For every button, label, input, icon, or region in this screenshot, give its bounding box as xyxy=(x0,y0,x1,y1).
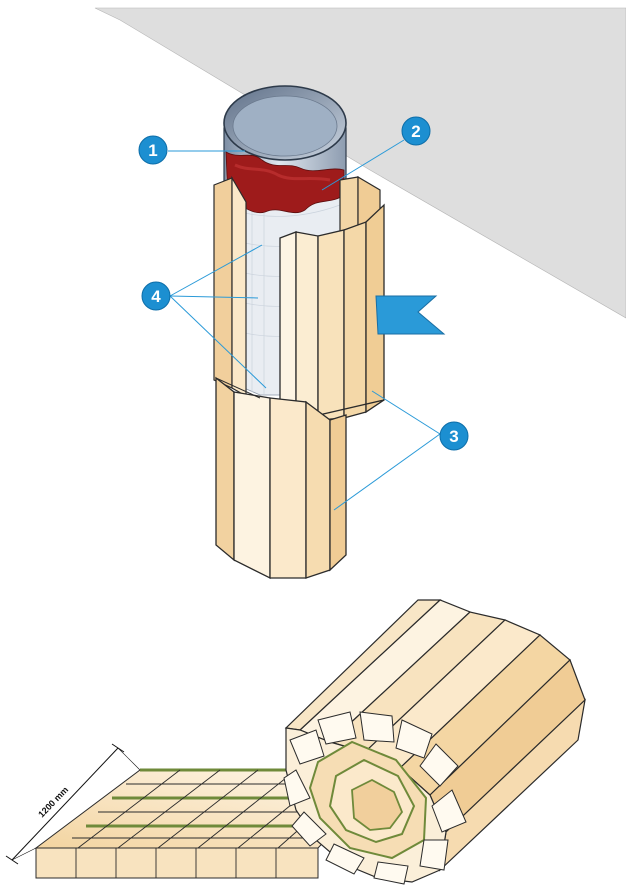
leader-lines xyxy=(168,139,441,511)
callout-1: 1 xyxy=(138,135,168,165)
pipe-assembly xyxy=(213,85,385,580)
svg-text:4: 4 xyxy=(151,287,161,306)
callout-3: 3 xyxy=(439,421,469,451)
callout-2: 2 xyxy=(401,116,431,146)
lower-shell xyxy=(215,376,347,580)
dimension-label: 1200 mm xyxy=(36,785,70,820)
upper-shell-front xyxy=(279,203,385,425)
callout-4: 4 xyxy=(141,281,171,311)
ceiling-slab xyxy=(94,7,626,319)
svg-text:3: 3 xyxy=(449,427,458,446)
dimension-line xyxy=(5,743,141,865)
svg-text:1: 1 xyxy=(148,141,157,160)
lamella-mat-roll xyxy=(283,599,586,885)
svg-text:2: 2 xyxy=(411,122,420,141)
install-direction-arrow xyxy=(375,295,446,335)
